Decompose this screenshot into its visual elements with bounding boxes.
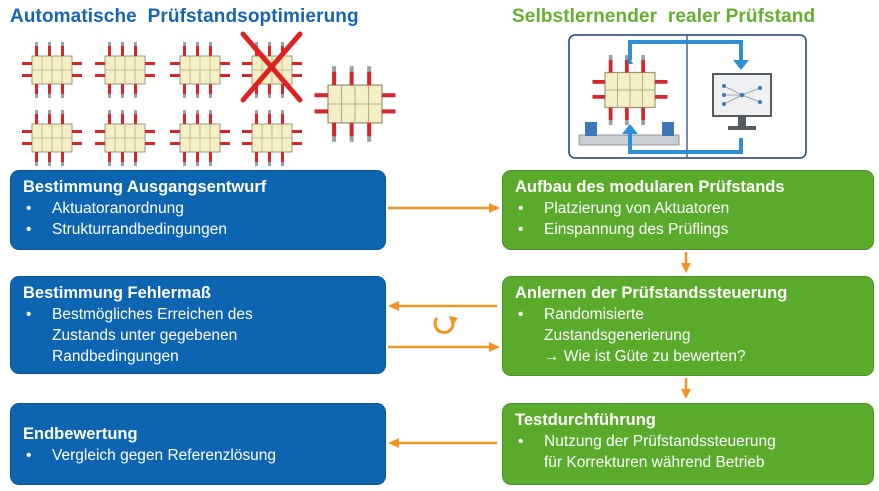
test-bench-illustration (568, 34, 807, 159)
list-item: Platzierung von Aktuatoren (515, 198, 861, 219)
specimen-variants (21, 41, 397, 167)
box-testdurchfuehrung: Testdurchführung Nutzung der Prüfstandss… (502, 403, 874, 485)
box-title: Anlernen der Prüfstandssteuerung (515, 284, 788, 302)
rejected-variant-cross-icon (240, 31, 303, 103)
list-item-continued: Randbedingungen (52, 348, 179, 365)
box-anlernen: Anlernen der Prüfstandssteuerung Randomi… (502, 276, 874, 376)
list-item: Aktuatoranordnung (23, 198, 373, 219)
list-item-continued: für Korrekturen während Betrieb (544, 454, 765, 471)
box-title: Bestimmung Fehlermaß (23, 284, 211, 302)
box-fehlermass: Bestimmung Fehlermaß Bestmögliches Errei… (10, 276, 386, 374)
box-aufbau: Aufbau des modularen Prüfstands Platzier… (502, 170, 874, 250)
box-title: Bestimmung Ausgangsentwurf (23, 178, 267, 196)
list-item: Vergleich gegen Referenzlösung (23, 445, 373, 466)
box-title: Aufbau des modularen Prüfstands (515, 178, 785, 196)
list-item: Einspannung des Prüflings (515, 219, 861, 240)
box-endbewertung: Endbewertung Vergleich gegen Referenzlös… (10, 403, 386, 485)
box-title: Testdurchführung (515, 411, 656, 429)
heading-automatic-optimization: Automatische Prüfstandsoptimierung (10, 6, 359, 27)
list-item-continued: Zustands unter gegebenen (52, 327, 238, 344)
list-item: Bestmögliches Erreichen des (23, 304, 373, 325)
iteration-loop-icon (433, 317, 455, 334)
list-item: Strukturrandbedingungen (23, 219, 373, 240)
heading-self-learning-test-bench: Selbstlernender realer Prüfstand (512, 6, 816, 27)
iteration-loop-arrowhead-icon (449, 316, 458, 326)
list-item-continued: Zustandsgenerierung (544, 327, 691, 344)
box-ausgangsentwurf: Bestimmung Ausgangsentwurf Aktuatoranord… (10, 170, 386, 250)
list-item: Randomisierte (515, 304, 861, 325)
list-item-continued: → Wie ist Güte zu bewerten? (544, 348, 746, 365)
box-title: Endbewertung (23, 425, 138, 443)
flow-arrows (388, 203, 691, 448)
list-item: Nutzung der Prüfstandssteuerung (515, 431, 861, 452)
